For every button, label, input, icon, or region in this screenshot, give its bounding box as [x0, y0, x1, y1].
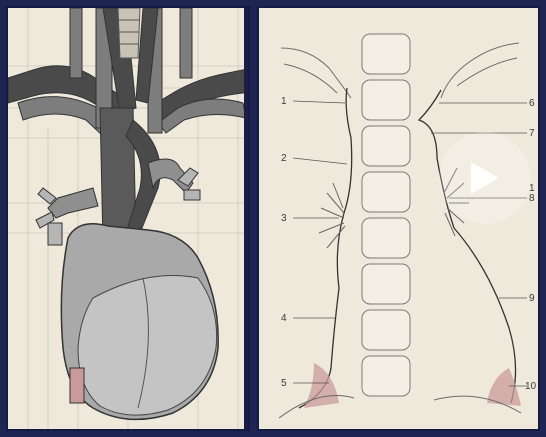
panel-right-edge — [244, 8, 250, 431]
right-heart-border — [299, 88, 352, 408]
label-2: 2 — [281, 153, 287, 164]
mediastinum-outline-diagram: 1 2 3 4 5 6 7 1 8 9 10 — [259, 8, 540, 431]
mediastinum-outline-panel: 1 2 3 4 5 6 7 1 8 9 10 — [257, 6, 540, 431]
heart-illustration-panel — [6, 6, 250, 431]
label-8: 8 — [529, 193, 535, 204]
heart-great-vessels-diagram — [8, 8, 250, 431]
play-button[interactable] — [439, 132, 531, 224]
label-5: 5 — [281, 378, 287, 389]
inferior-vena-cava — [70, 368, 84, 403]
vertebral-column — [362, 34, 410, 396]
label-4: 4 — [281, 313, 287, 324]
label-10: 10 — [525, 381, 537, 392]
label-6: 6 — [529, 98, 535, 109]
label-1: 1 — [281, 96, 287, 107]
label-7: 7 — [529, 128, 535, 139]
trachea — [118, 8, 140, 58]
label-9: 9 — [529, 293, 535, 304]
label-3: 3 — [281, 213, 287, 224]
right-hilum-vessels — [319, 183, 345, 248]
